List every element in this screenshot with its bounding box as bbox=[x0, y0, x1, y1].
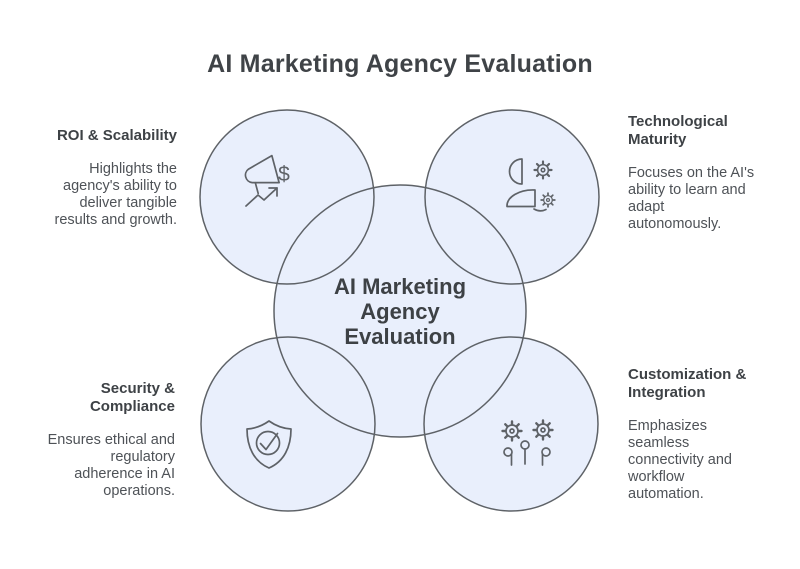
shield-outline bbox=[246, 420, 292, 469]
card-roi-body: Highlights the agency's ability to deliv… bbox=[54, 161, 177, 228]
page-title: AI Marketing Agency Evaluation bbox=[207, 50, 593, 78]
gear-top bbox=[533, 160, 553, 180]
card-customization-integration: Customization & Integration Emphasizes s… bbox=[628, 366, 790, 503]
check-mark bbox=[259, 432, 279, 451]
shield-check-icon bbox=[246, 420, 292, 469]
megaphone-horn bbox=[244, 154, 280, 184]
person-body bbox=[506, 189, 536, 208]
venn-circle-security-outline bbox=[200, 336, 376, 512]
megaphone-handle bbox=[254, 181, 260, 195]
node-right bbox=[541, 447, 551, 457]
card-tech-body: Focuses on the AI's ability to learn and… bbox=[628, 165, 755, 232]
venn-circle-center-fill bbox=[274, 185, 526, 437]
card-roi-scalability: ROI & Scalability Highlights the agency'… bbox=[27, 127, 177, 229]
gears-automation-icon bbox=[501, 419, 554, 466]
check-circle bbox=[255, 430, 281, 456]
dollar-glyph: $ bbox=[278, 163, 290, 186]
card-security-body: Ensures ethical and regulatory adherence… bbox=[47, 432, 175, 499]
node-left bbox=[503, 447, 513, 457]
card-technological-maturity: Technological Maturity Focuses on the AI… bbox=[628, 113, 790, 233]
gear-right bbox=[532, 419, 554, 441]
growth-arrow-line bbox=[245, 187, 278, 207]
venn-circle-tech-outline bbox=[424, 109, 600, 285]
person-head bbox=[508, 158, 523, 185]
center-circle-label: AI Marketing Agency Evaluation bbox=[333, 274, 467, 349]
megaphone-dollar-growth-icon: $ bbox=[244, 154, 290, 207]
venn-circle-outlines bbox=[199, 109, 600, 512]
card-roi-heading: ROI & Scalability bbox=[56, 127, 177, 144]
card-custom-heading: Customization & Integration bbox=[628, 366, 747, 401]
growth-arrow-head bbox=[268, 187, 278, 197]
card-tech-heading: Technological Maturity bbox=[628, 113, 728, 148]
card-custom-body: Emphasizes seamless connectivity and wor… bbox=[628, 418, 732, 502]
gear-arc bbox=[533, 208, 547, 212]
person-gears-icon bbox=[506, 158, 556, 212]
gear-left bbox=[501, 420, 523, 442]
venn-circle-custom-outline bbox=[423, 336, 599, 512]
card-security-heading: Security & Compliance bbox=[89, 380, 175, 415]
card-security-compliance: Security & Compliance Ensures ethical an… bbox=[25, 380, 175, 500]
gear-bottom bbox=[540, 192, 556, 208]
venn-circle-roi-outline bbox=[199, 109, 375, 285]
venn-circle-fills bbox=[200, 110, 599, 511]
venn-circle-center-outline bbox=[273, 184, 527, 438]
